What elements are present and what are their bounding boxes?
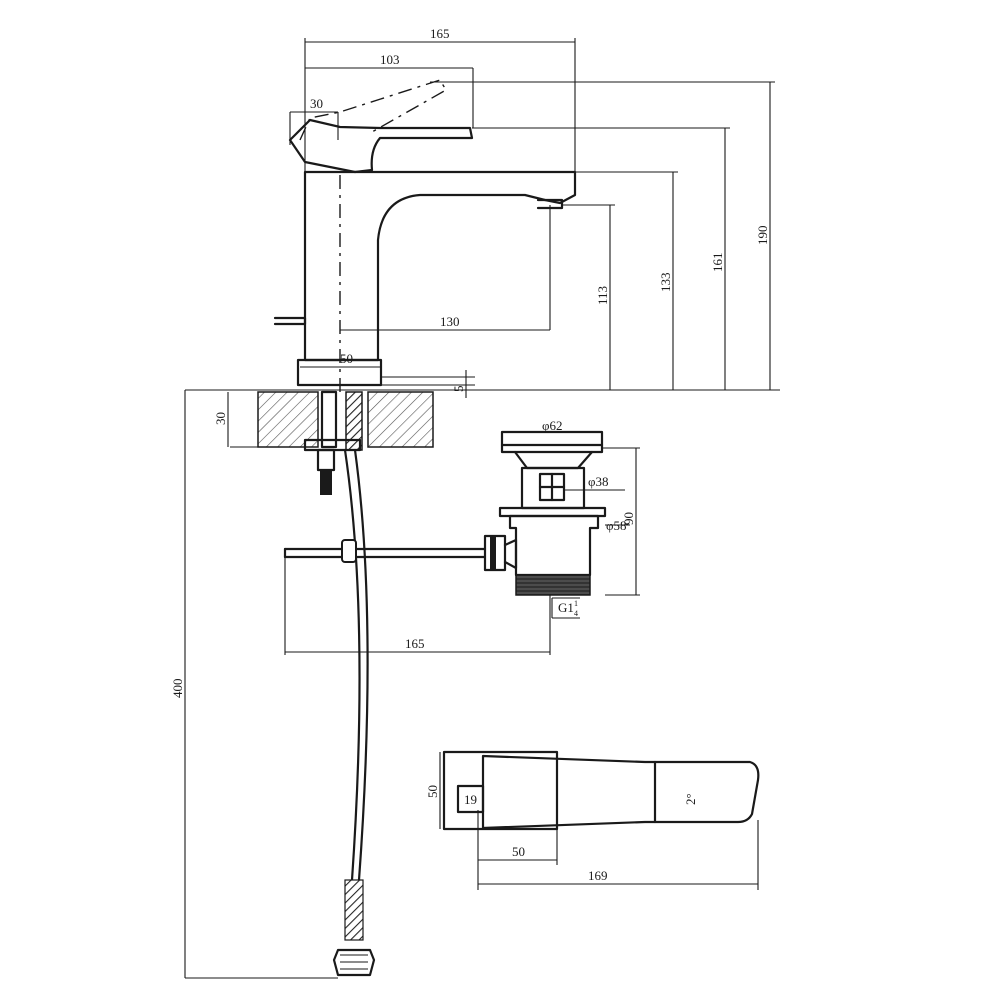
dim-width-total: 165	[430, 26, 450, 41]
dim-top-view-angle: 2°	[683, 793, 698, 805]
dim-drain-flange: φ58	[606, 518, 627, 533]
lever-handle	[288, 118, 474, 174]
popup-knob	[273, 316, 307, 326]
dim-height-lever: 161	[710, 253, 725, 273]
flexible-hose	[343, 448, 369, 882]
faucet-front-view	[273, 79, 577, 395]
dim-drain-thread: G1 1 4	[558, 599, 578, 618]
dim-drain-height: 90	[621, 512, 636, 525]
svg-text:4: 4	[574, 609, 578, 618]
dim-rod-length: 165	[405, 636, 425, 651]
hose-nut	[332, 948, 376, 977]
dim-countertop-thickness: 30	[213, 412, 228, 425]
dim-top-view-base-depth: 50	[512, 844, 525, 859]
hose-braid	[344, 879, 364, 941]
dim-top-view-inner: 19	[464, 792, 477, 807]
dim-drain-cap: φ62	[542, 418, 563, 433]
dim-height-spout: 113	[595, 286, 610, 305]
dim-base-diameter: 50	[340, 351, 353, 366]
svg-text:G1: G1	[558, 600, 574, 615]
countertop-section-left	[257, 391, 319, 448]
faucet-body	[303, 170, 577, 362]
svg-text:1: 1	[574, 599, 578, 608]
dim-lever-width: 103	[380, 52, 400, 67]
lever-raised-outline	[299, 79, 447, 141]
dim-height-body: 133	[658, 273, 673, 293]
dim-spout-reach: 130	[440, 314, 460, 329]
faucet-top-view	[442, 750, 760, 831]
dim-top-view-base: 50	[425, 785, 440, 798]
dim-height-total: 190	[755, 226, 770, 246]
dim-base-gap: 5	[451, 386, 466, 393]
dim-drain-body: φ38	[588, 474, 609, 489]
dim-hose-length: 400	[170, 679, 185, 699]
dim-lever-offset: 30	[310, 96, 323, 111]
countertop-section-right	[367, 391, 434, 448]
popup-drain	[283, 430, 607, 596]
dimension-lines	[184, 38, 775, 979]
mounting-hardware	[303, 390, 363, 495]
dim-top-view-length: 169	[588, 868, 608, 883]
